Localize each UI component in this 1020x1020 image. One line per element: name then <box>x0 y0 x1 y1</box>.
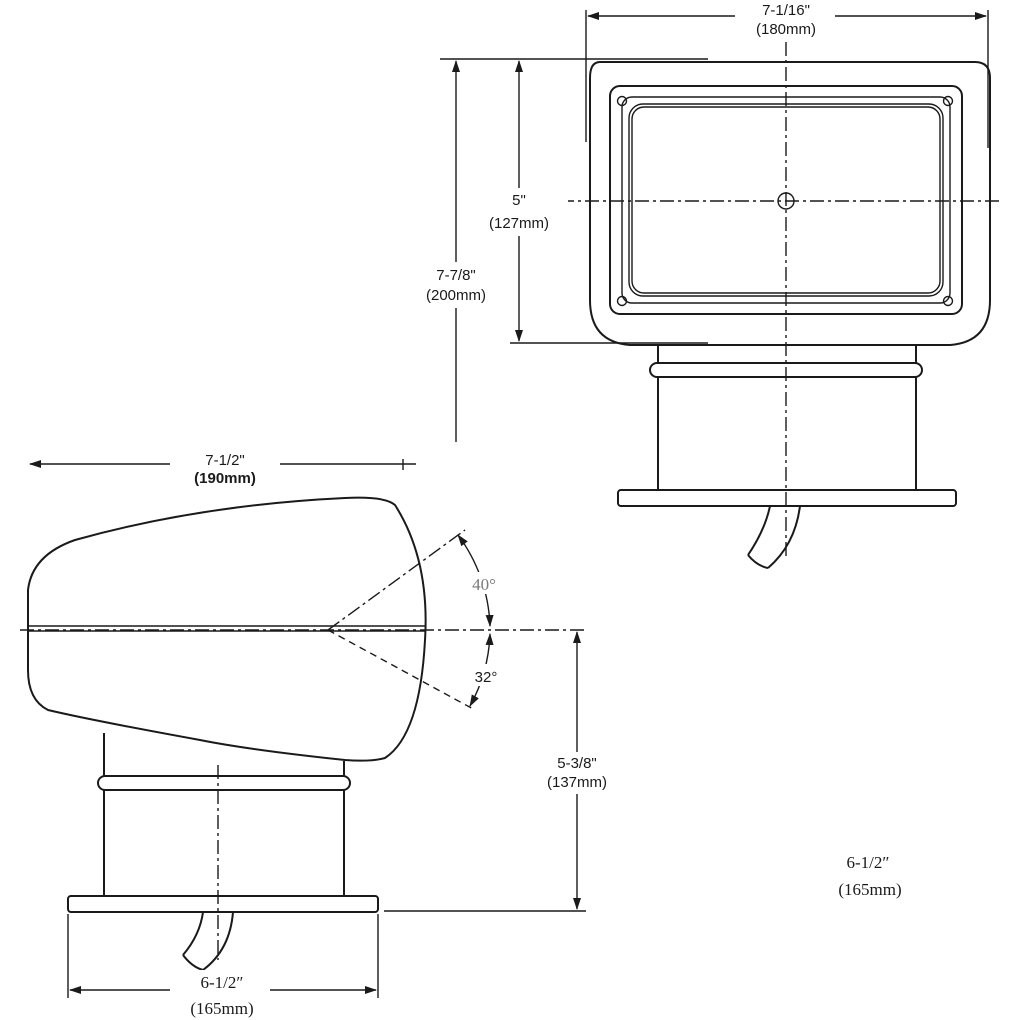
side-length-mm: (190mm) <box>194 470 256 487</box>
side-base-plate <box>67 895 379 913</box>
side-column <box>103 789 345 897</box>
base-width-mm: (165mm) <box>190 999 253 1018</box>
side-housing <box>27 496 427 762</box>
side-ring <box>97 775 351 791</box>
note-inches: 6-1/2″ <box>847 853 890 872</box>
dimension-lens-height: 5" (127mm) <box>470 60 568 342</box>
side-length-inches: 7-1/2" <box>205 452 245 469</box>
top-width-inches: 7-1/16" <box>762 2 810 19</box>
total-height-mm: (200mm) <box>426 287 486 304</box>
side-cable <box>182 911 204 956</box>
front-column <box>657 376 917 491</box>
front-cable <box>747 505 771 556</box>
top-width-mm: (180mm) <box>756 21 816 38</box>
tilt-up-angle: 40° <box>472 575 496 594</box>
dimension-base-height: 5-3/8" (137mm) <box>384 631 629 912</box>
front-view <box>560 42 1000 569</box>
base-width-note: 6-1/2″ (165mm) <box>838 853 901 899</box>
front-cable <box>747 554 769 569</box>
screw-icon <box>616 95 628 107</box>
side-neck <box>103 733 345 777</box>
screw-icon <box>942 295 954 307</box>
dimension-tilt-angles: 40° 32° <box>457 534 506 707</box>
dimension-top-width: 7-1/16" (180mm) <box>585 2 989 148</box>
screw-icon <box>616 295 628 307</box>
base-height-inches: 5-3/8" <box>557 755 597 772</box>
dimension-total-height: 7-7/8" (200mm) <box>405 60 507 442</box>
dimension-side-length: 7-1/2" (190mm) <box>29 448 416 488</box>
front-base-plate <box>617 489 957 507</box>
front-neck <box>657 344 917 364</box>
tilt-down-line <box>327 629 476 711</box>
front-cable <box>767 505 801 569</box>
base-width-inches: 6-1/2″ <box>201 973 244 992</box>
side-cable <box>182 954 204 971</box>
side-view <box>20 496 585 971</box>
note-mm: (165mm) <box>838 880 901 899</box>
base-height-mm: (137mm) <box>547 774 607 791</box>
total-height-inches: 7-7/8" <box>436 267 476 284</box>
tilt-down-angle: 32° <box>475 669 498 686</box>
screw-icon <box>942 95 954 107</box>
lens-height-inches: 5" <box>512 192 526 209</box>
tilt-up-line <box>327 529 466 631</box>
dimension-base-width: 6-1/2″ (165mm) <box>67 914 379 1020</box>
lens-height-mm: (127mm) <box>489 215 549 232</box>
side-cable <box>202 911 234 971</box>
